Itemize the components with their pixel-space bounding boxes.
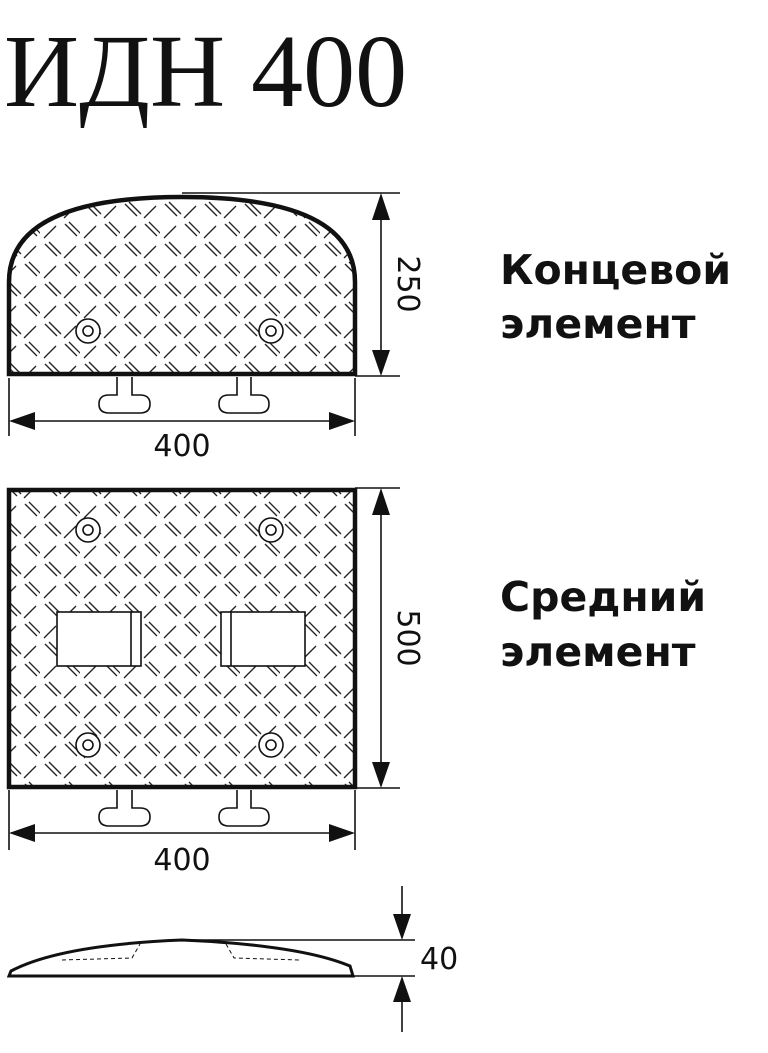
middle-element-connector-right	[218, 790, 270, 827]
profile-height-label: 40	[420, 942, 458, 977]
middle-element-depth-dimension	[355, 487, 400, 789]
middle-element-slot-right	[220, 611, 306, 667]
end-element-connector-right	[218, 377, 270, 414]
end-element-outline	[6, 194, 358, 377]
middle-element-hole-bottom-right	[258, 732, 284, 758]
middle-element-depth-label: 500	[390, 609, 425, 666]
side-profile-hidden-lines	[61, 943, 301, 961]
side-profile-outline	[6, 938, 356, 978]
end-element-label-line1: Концевой	[500, 246, 731, 294]
middle-element-hole-bottom-left	[75, 732, 101, 758]
profile-height-dimension	[182, 886, 415, 1032]
end-element-width-dimension	[8, 378, 356, 436]
middle-element-drawing	[6, 487, 358, 827]
page-title: ИДН 400	[4, 14, 407, 129]
end-element-depth-label: 250	[390, 255, 425, 312]
end-element-label-line2: элемент	[500, 300, 696, 348]
middle-element-label-line1: Средний	[500, 573, 706, 621]
end-element-depth-dimension	[182, 192, 400, 377]
middle-element-label-line2: элемент	[500, 628, 696, 676]
middle-element-hole-top-left	[75, 517, 101, 543]
end-element-tread	[9, 197, 355, 374]
middle-element-slot-left	[56, 611, 142, 667]
end-element-drawing	[6, 194, 358, 414]
middle-element-width-label: 400	[153, 843, 210, 878]
end-element-connector-left	[98, 377, 151, 414]
end-element-hole-right	[258, 318, 284, 344]
middle-element-outline	[6, 487, 358, 790]
end-element-width-label: 400	[153, 429, 210, 464]
middle-element-hole-top-right	[258, 517, 284, 543]
side-profile-drawing	[6, 938, 356, 978]
middle-element-connector-left	[98, 790, 151, 827]
end-element-hole-left	[75, 318, 101, 344]
middle-element-width-dimension	[8, 790, 356, 850]
